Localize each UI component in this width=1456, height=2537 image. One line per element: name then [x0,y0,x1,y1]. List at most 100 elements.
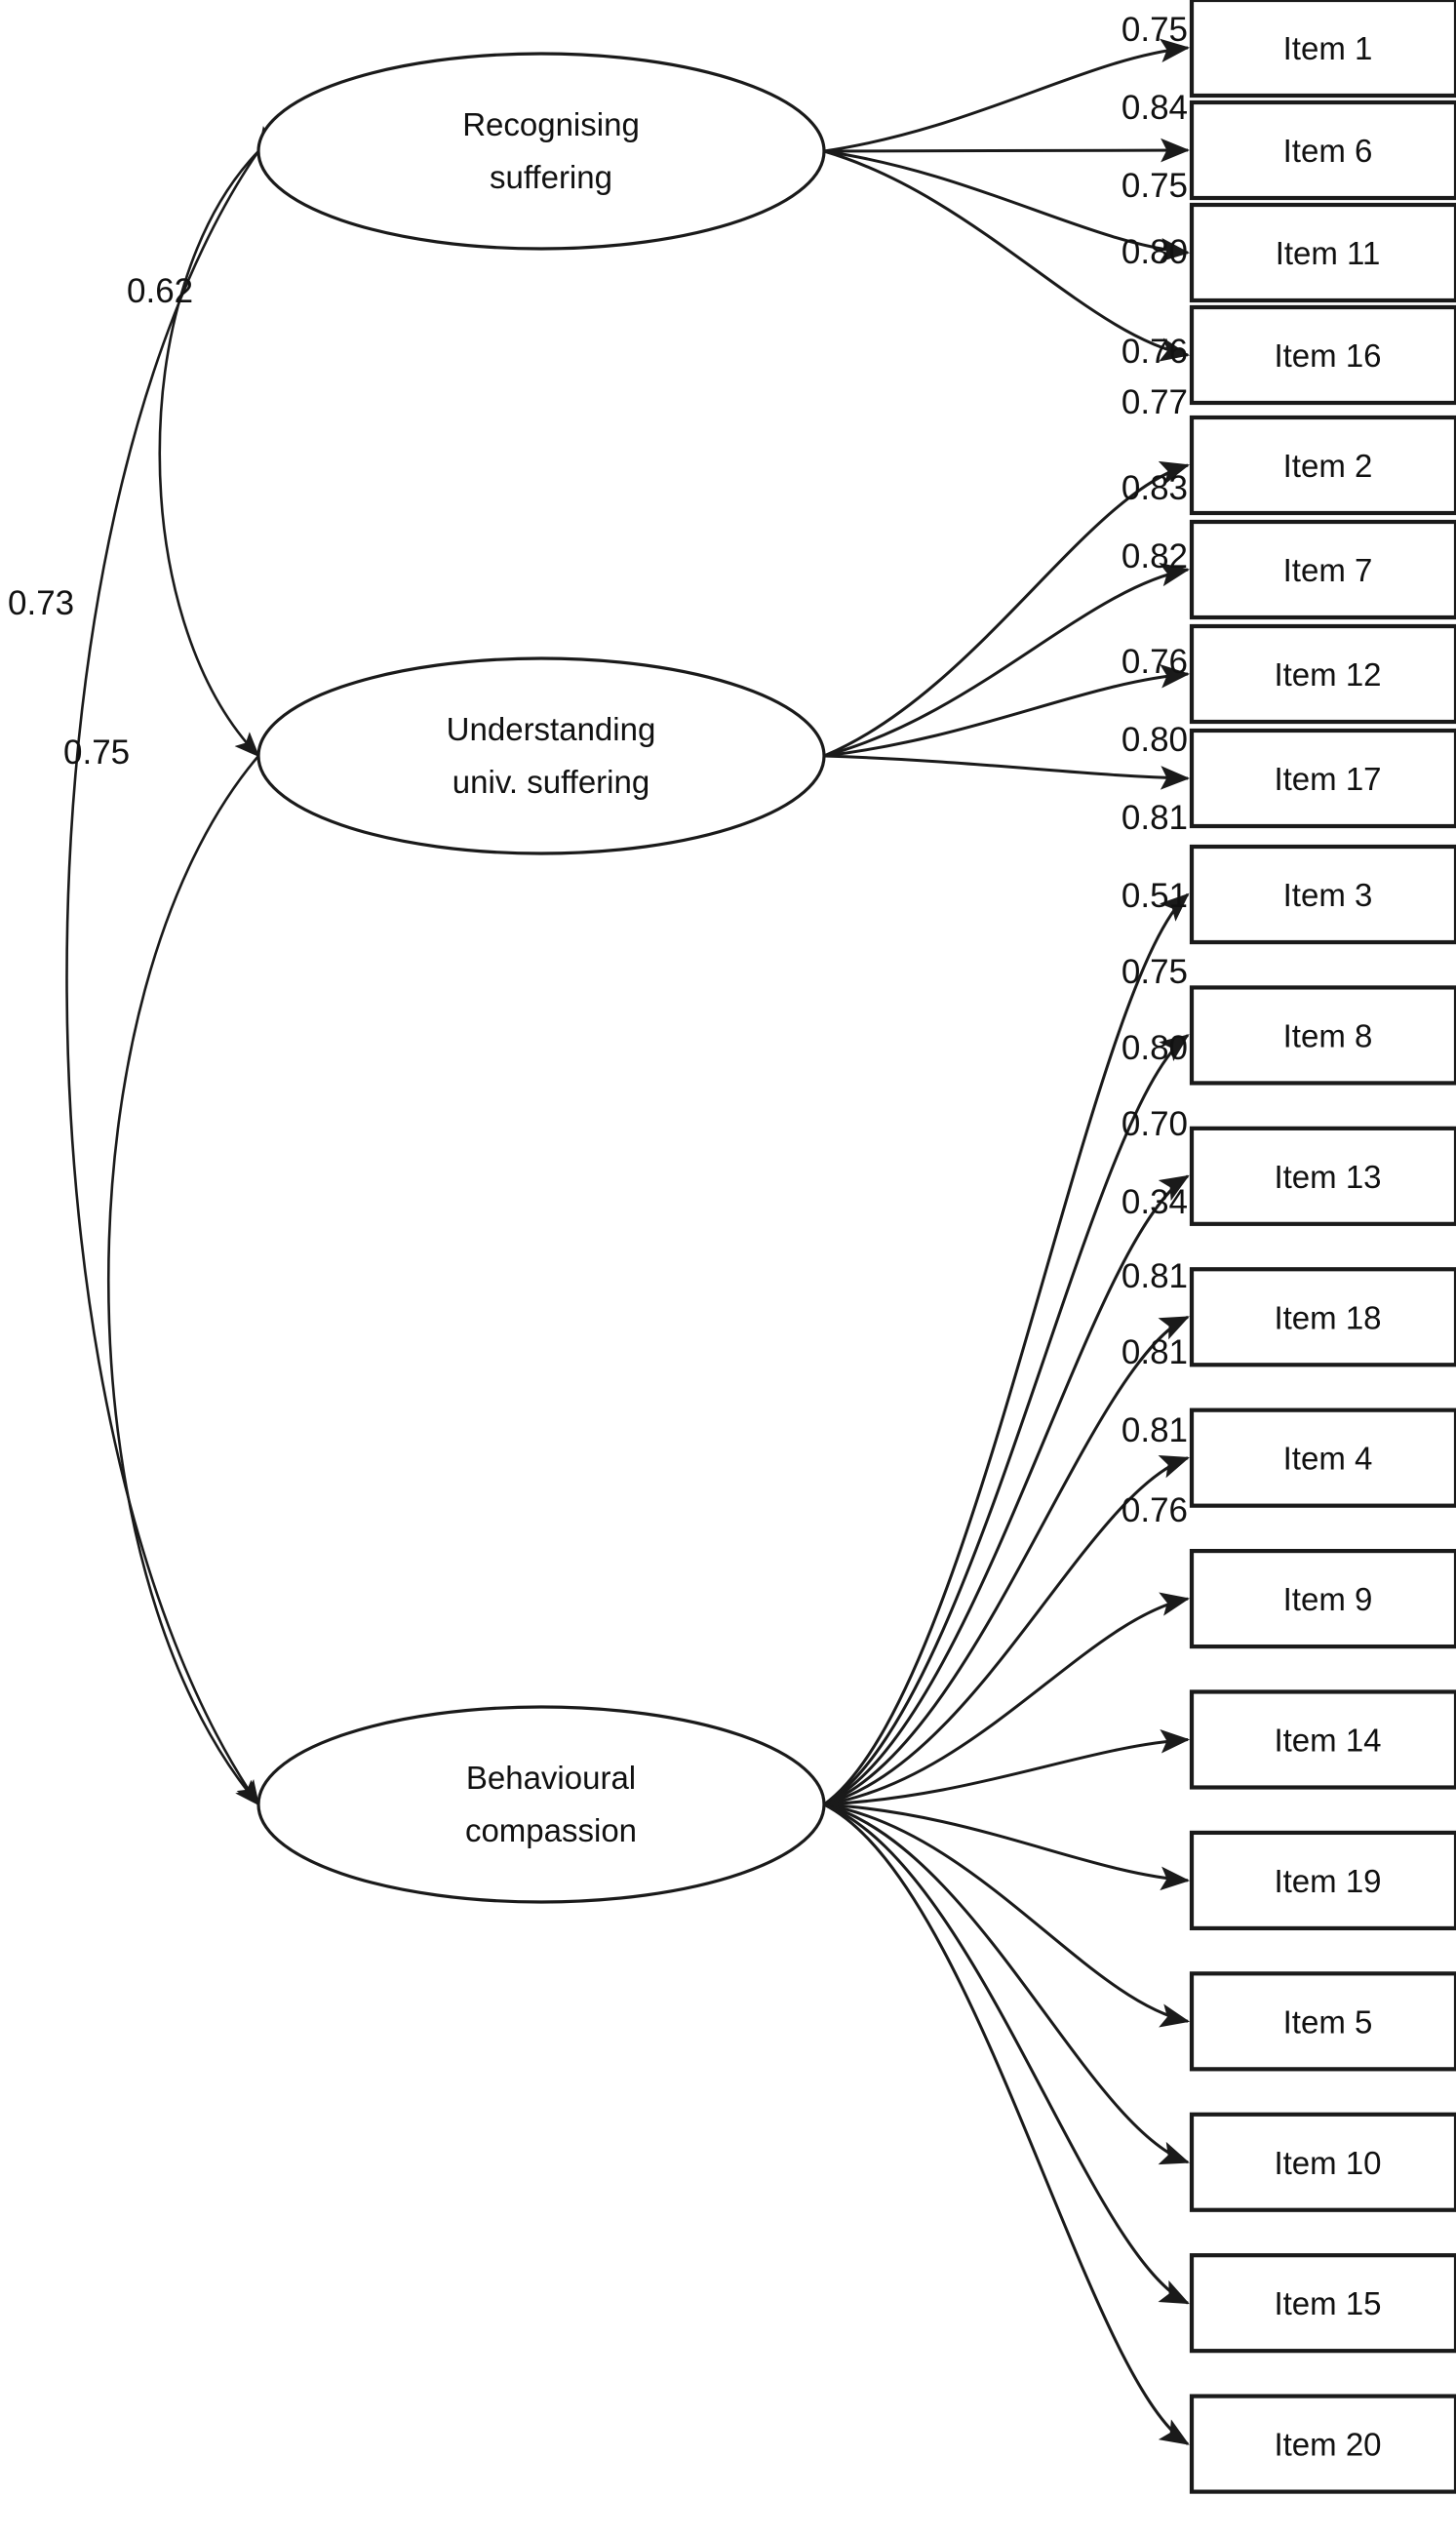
indicator-box[interactable] [1189,623,1456,725]
indicator-label: Item 8 [1283,1017,1373,1053]
indicator-box[interactable] [1189,202,1456,303]
loading-value-label: 0.80 [1122,1029,1188,1067]
loading-value-label: 0.76 [1122,1491,1188,1529]
indicator-label: Item 14 [1274,1723,1381,1759]
loading-value-label: 0.83 [1122,469,1188,507]
loading-value-label: 0.75 [1122,953,1188,991]
indicator-label: Item 13 [1274,1159,1381,1195]
loading-value-label: 0.84 [1122,89,1188,127]
correlation-curve-rec-und [158,127,283,758]
indicator-label: Item 19 [1274,1863,1381,1899]
indicator-label: Item 16 [1274,337,1381,374]
indicator-label: Item 17 [1274,761,1381,797]
indicator-label: Item 5 [1283,2003,1373,2040]
indicator-box[interactable] [1189,1548,1456,1649]
correlation-value-label-rec-beh: 0.73 [8,584,74,622]
indicator-box[interactable] [1189,1407,1456,1508]
correlation-curve-und-beh [106,731,282,1806]
indicator-label: Item 15 [1274,2285,1381,2321]
loading-arrow [823,1803,1190,2445]
loading-arrow [823,149,1191,362]
latent-factor-group [256,52,826,1904]
indicator-box[interactable] [1189,728,1456,829]
loading-arrow [823,1034,1190,1806]
indicator-box-group [1189,0,1456,2494]
loading-value-label: 0.81 [1122,799,1188,837]
latent-factor-ellipse-behavioural-compassion[interactable] [256,1705,826,1904]
indicator-label: Item 7 [1283,552,1373,588]
indicator-label: Item 3 [1283,877,1373,913]
indicator-label: Item 12 [1274,656,1381,693]
indicator-label: Item 6 [1283,133,1373,169]
latent-factor-label-line2-recognising-suffering: suffering [490,159,612,195]
loading-arrow [823,754,1191,790]
indicator-label: Item 18 [1274,1299,1381,1335]
loading-value-label: 0.82 [1122,537,1188,575]
loading-arrow [823,149,1191,262]
indicator-box[interactable] [1189,99,1456,201]
latent-factor-ellipse-recognising-suffering[interactable] [256,52,826,251]
loading-arrow [823,1455,1190,1806]
loading-value-label: 0.75 [1122,11,1188,49]
loading-value-label: 0.80 [1122,721,1188,759]
loading-value-label: 0.80 [1122,233,1188,271]
latent-factor-label-line1-recognising-suffering: Recognising [462,106,640,142]
loading-value-label: 0.81 [1122,1333,1188,1371]
latent-factor-label-line1-behavioural-compassion: Behavioural [466,1760,636,1796]
latent-factor-label-line1-understanding-univ-suffering: Understanding [447,711,656,747]
indicator-label: Item 9 [1283,1581,1373,1617]
indicator-box[interactable] [1189,1971,1456,2072]
indicator-box[interactable] [1189,304,1456,406]
indicator-label: Item 4 [1283,1441,1373,1477]
indicator-label: Item 2 [1283,448,1373,484]
loading-path-group [823,38,1191,2445]
indicator-label: Item 11 [1276,235,1381,271]
indicator-box[interactable] [1189,2112,1456,2212]
indicator-label: Item 10 [1274,2145,1381,2181]
loading-arrow [823,1803,1191,1891]
latent-factor-ellipse-understanding-univ-suffering[interactable] [256,656,826,855]
indicator-box[interactable] [1189,519,1456,620]
indicator-box[interactable] [1189,844,1456,945]
indicator-box[interactable] [1189,0,1456,99]
correlation-value-label-rec-und: 0.62 [127,272,193,310]
indicator-box[interactable] [1189,1126,1456,1226]
loading-value-label: 0.77 [1122,383,1188,421]
loading-arrow [823,1315,1190,1806]
loading-arrow [823,38,1191,153]
indicator-box[interactable] [1189,415,1456,516]
loading-arrow [823,460,1191,758]
loading-value-label: 0.75 [1122,167,1188,205]
loading-arrow [823,562,1191,758]
latent-factor-label-line2-understanding-univ-suffering: univ. suffering [453,764,649,800]
loading-arrow [823,1803,1190,2165]
loading-arrow [823,1729,1191,1806]
indicator-box[interactable] [1189,2253,1456,2354]
correlation-path-group [65,126,283,1806]
loading-arrow [823,1174,1190,1806]
loading-value-label: 0.76 [1122,643,1188,681]
loading-arrow [823,1803,1191,2028]
loading-value-label: 0.34 [1122,1183,1188,1221]
indicator-box[interactable] [1189,985,1456,1086]
loading-arrow [823,138,1191,163]
loading-value-label: 0.70 [1122,1105,1188,1143]
indicator-label: Item 20 [1274,2427,1381,2463]
indicator-box[interactable] [1189,1267,1456,1368]
loading-arrow [823,1592,1191,1806]
loading-value-label: 0.81 [1122,1411,1188,1449]
loading-value-label: 0.81 [1122,1257,1188,1295]
loading-value-label: 0.76 [1122,333,1188,371]
latent-factor-label-line2-behavioural-compassion: compassion [465,1812,637,1848]
indicator-box[interactable] [1189,1689,1456,1790]
correlation-curve-rec-beh [65,126,281,1806]
indicator-box[interactable] [1189,1830,1456,1931]
indicator-box[interactable] [1189,2394,1456,2494]
loading-arrow [823,892,1190,1806]
indicator-label: Item 1 [1283,30,1373,66]
correlation-value-label-und-beh: 0.75 [63,733,130,772]
loading-arrow [823,663,1191,758]
